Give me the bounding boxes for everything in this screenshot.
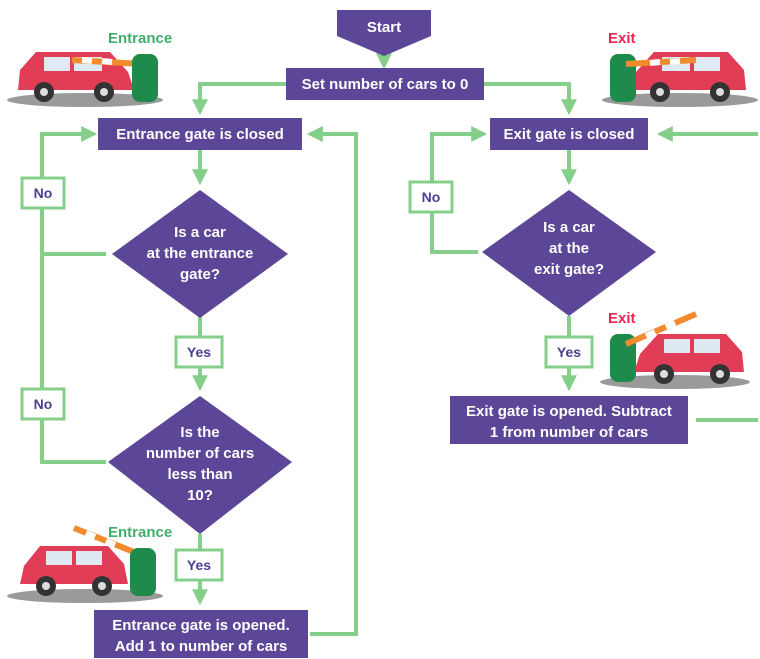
start-node: Start — [337, 10, 431, 56]
entrance-illustration-top: Entrance — [7, 30, 172, 107]
arrow-init-to-entrance-closed — [192, 82, 286, 116]
connectors — [40, 53, 758, 636]
exit-illustration-open: Exit — [600, 310, 750, 389]
svg-text:Yes: Yes — [557, 344, 581, 360]
gate-barrier-icon — [610, 311, 698, 382]
start-label: Start — [367, 19, 401, 36]
exit-sign-top: Exit — [608, 30, 636, 47]
entrance-q1-line-3: gate? — [180, 266, 220, 283]
gate-barrier-icon — [71, 54, 158, 102]
exit-opened-line-1: Exit gate is opened. Subtract — [466, 403, 672, 420]
entrance-closed-label: Entrance gate is closed — [116, 126, 284, 143]
entrance-question-car-node: Is a car at the entrance gate? — [112, 190, 288, 318]
exit-closed-label: Exit gate is closed — [504, 126, 635, 143]
entrance-opened-line-2: Add 1 to number of cars — [115, 638, 288, 655]
entrance-closed-node: Entrance gate is closed — [98, 118, 302, 150]
car-icon — [20, 546, 128, 596]
entrance-q2-line-3: less than — [167, 466, 232, 483]
entrance-opened-line-1: Entrance gate is opened. — [112, 617, 290, 634]
entrance-q2-line-4: 10? — [187, 487, 213, 504]
svg-text:No: No — [422, 189, 441, 205]
exit-q-line-3: exit gate? — [534, 261, 604, 278]
gate-barrier-icon — [610, 54, 697, 102]
entrance-sign-top: Entrance — [108, 30, 172, 47]
svg-text:Yes: Yes — [187, 344, 211, 360]
label-entrance-no-1: No — [20, 176, 66, 210]
entrance-illustration-open: Entrance — [7, 524, 172, 603]
exit-opened-line-2: 1 from number of cars — [490, 424, 648, 441]
entrance-sign-open: Entrance — [108, 524, 172, 541]
entrance-q2-line-1: Is the — [180, 424, 219, 441]
svg-text:Yes: Yes — [187, 557, 211, 573]
car-icon — [634, 334, 744, 384]
init-label: Set number of cars to 0 — [302, 76, 469, 93]
arrow-q2-no-loop — [40, 254, 106, 464]
init-node: Set number of cars to 0 — [286, 68, 484, 100]
exit-sign-open: Exit — [608, 310, 636, 327]
entrance-q2-line-2: number of cars — [146, 445, 254, 462]
label-entrance-yes-2: Yes — [174, 548, 224, 582]
exit-q-line-2: at the — [549, 240, 589, 257]
label-entrance-yes-1: Yes — [174, 335, 224, 369]
entrance-opened-node: Entrance gate is opened. Add 1 to number… — [94, 610, 308, 658]
arrow-init-to-exit-closed — [484, 82, 577, 116]
exit-opened-node: Exit gate is opened. Subtract 1 from num… — [450, 396, 688, 444]
entrance-q1-line-2: at the entrance — [147, 245, 254, 262]
label-entrance-no-2: No — [20, 387, 66, 421]
exit-q-line-1: Is a car — [543, 219, 595, 236]
entrance-q1-line-1: Is a car — [174, 224, 226, 241]
exit-question-node: Is a car at the exit gate? — [482, 190, 656, 316]
label-exit-no: No — [408, 180, 454, 214]
exit-closed-node: Exit gate is closed — [490, 118, 648, 150]
arrow-entrance-opened-loop — [306, 126, 358, 636]
gate-barrier-icon — [72, 525, 156, 596]
svg-text:No: No — [34, 396, 53, 412]
label-exit-yes: Yes — [544, 335, 594, 369]
svg-text:No: No — [34, 185, 53, 201]
exit-illustration-top: Exit — [602, 30, 758, 107]
entrance-question-count-node: Is the number of cars less than 10? — [108, 396, 292, 534]
